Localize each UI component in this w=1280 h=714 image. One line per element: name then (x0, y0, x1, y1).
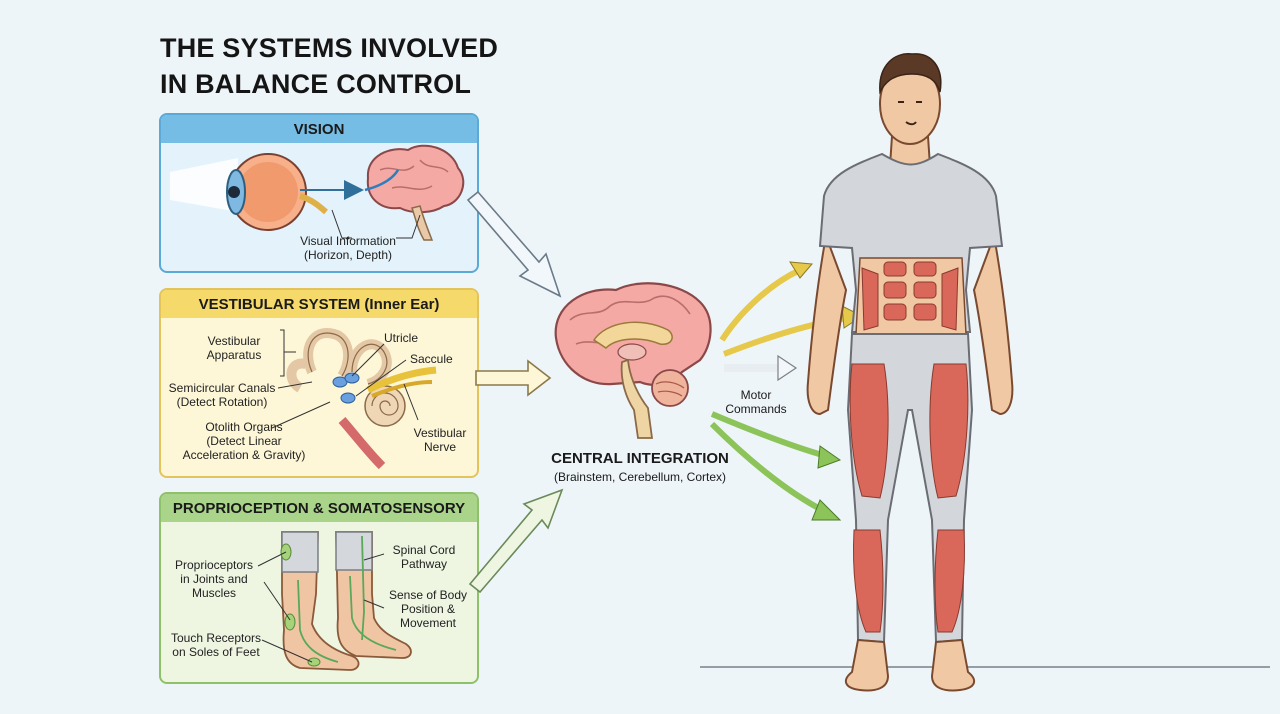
vision-header: VISION (161, 115, 477, 143)
sense-line-2: Position & (400, 602, 456, 616)
canals-line-2: (Detect Rotation) (176, 395, 268, 409)
proprio-line-1: Proprioceptors (174, 558, 254, 572)
otolith-line-1: Otolith Organs (205, 420, 283, 434)
vestibular-nerve-label: Vestibular Nerve (406, 426, 474, 454)
vestibular-input-arrow (475, 359, 552, 397)
vision-label-leader-2 (396, 214, 421, 239)
motor-arrow-green-1 (710, 411, 827, 459)
nerve-line-2: Nerve (423, 440, 456, 454)
otolith-line-2: (Detect Linear (206, 434, 282, 448)
spinal-cord-label: Spinal Cord Pathway (384, 543, 464, 571)
proprioceptors-label: Proprioceptors in Joints and Muscles (164, 558, 264, 600)
vision-label-leader (331, 209, 352, 239)
motor-arrow-green-2 (709, 421, 828, 515)
motor-arrow-yellow-1 (719, 267, 802, 342)
title-line-1: THE SYSTEMS INVOLVED (160, 33, 499, 63)
optic-tract-line (364, 169, 400, 192)
apparatus-line-2: Apparatus (206, 348, 262, 362)
proprioception-leaders (257, 551, 385, 663)
sense-line-3: Movement (399, 616, 457, 630)
proprioception-input-arrow (468, 488, 564, 594)
touch-line-1: Touch Receptors (170, 631, 262, 645)
proprio-line-3: Muscles (191, 586, 236, 600)
motor-commands-label: Motor Commands (718, 388, 794, 416)
touch-line-2: on Soles of Feet (172, 645, 260, 659)
vestibular-apparatus-label: Vestibular Apparatus (196, 334, 272, 362)
eye-illustration (170, 153, 328, 231)
input-arrows (466, 190, 564, 594)
spinal-line-1: Spinal Cord (392, 543, 456, 557)
inner-ear-illustration (286, 328, 437, 470)
spinal-line-2: Pathway (400, 557, 448, 571)
sense-of-body-label: Sense of Body Position & Movement (384, 588, 472, 630)
apparatus-line-1: Vestibular (207, 334, 261, 348)
saccule-label: Saccule (410, 352, 453, 366)
vestibular-header: VESTIBULAR SYSTEM (Inner Ear) (161, 290, 477, 318)
nerve-line-1: Vestibular (413, 426, 467, 440)
otolith-line-3: Acceleration & Gravity) (182, 448, 306, 462)
vision-brain-illustration (366, 144, 465, 241)
otolith-organs-label: Otolith Organs (Detect Linear Accelerati… (172, 420, 316, 462)
motor-line-2: Commands (725, 402, 787, 416)
canals-line-1: Semicircular Canals (168, 381, 276, 395)
proprio-line-2: in Joints and (180, 572, 248, 586)
visual-info-line-2: (Horizon, Depth) (303, 248, 393, 262)
central-integration-subtitle: (Brainstem, Cerebellum, Cortex) (553, 470, 727, 484)
proprioception-header: PROPRIOCEPTION & SOMATOSENSORY (161, 494, 477, 522)
vision-input-arrow (466, 190, 562, 298)
human-figure (806, 53, 1014, 692)
semicircular-canals-label: Semicircular Canals (Detect Rotation) (164, 381, 280, 409)
proprioception-panel: PROPRIOCEPTION & SOMATOSENSORY (159, 492, 479, 684)
utricle-label: Utricle (384, 331, 419, 345)
central-brain-illustration (554, 282, 712, 439)
legs-feet-illustration (280, 531, 412, 671)
visual-info-line-1: Visual Information (300, 234, 396, 248)
visual-information-label: Visual Information (Horizon, Depth) (286, 234, 410, 262)
sense-line-1: Sense of Body (388, 588, 468, 602)
motor-line-1: Motor (740, 388, 772, 402)
vestibular-leaders (271, 329, 419, 429)
diagram-title: THE SYSTEMS INVOLVED IN BALANCE CONTROL (160, 30, 498, 102)
title-line-2: IN BALANCE CONTROL (160, 69, 472, 99)
touch-receptors-label: Touch Receptors on Soles of Feet (164, 631, 268, 659)
central-integration-title: CENTRAL INTEGRATION (551, 450, 729, 467)
